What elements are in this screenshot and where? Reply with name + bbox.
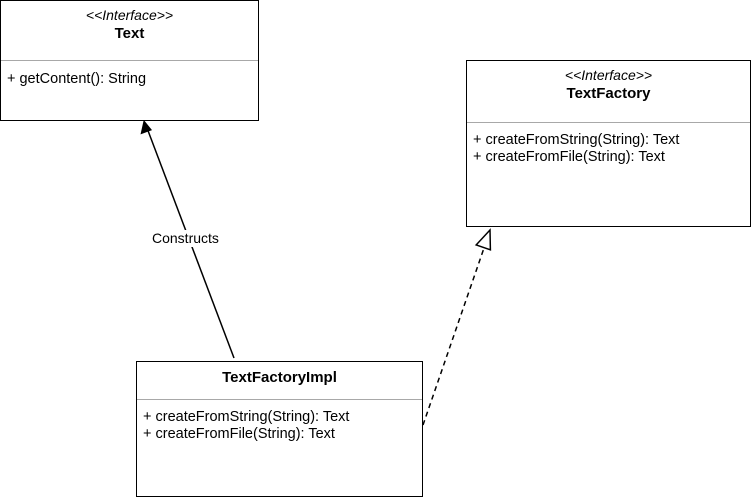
- realization-hollow-triangle-icon: [474, 228, 492, 251]
- textfactory-methods: + createFromString(String): Text + creat…: [473, 132, 746, 166]
- text-interface-header: <<Interface>> Text: [1, 1, 258, 61]
- textfactoryimpl-method: + createFromString(String): Text: [143, 409, 350, 425]
- text-class-name: Text: [114, 25, 145, 42]
- textfactory-interface-header: <<Interface>> TextFactory: [467, 61, 750, 123]
- textfactory-interface-box[interactable]: <<Interface>> TextFactory + createFromSt…: [466, 60, 751, 227]
- constructs-label: Constructs: [151, 230, 220, 247]
- realization-dashed-line[interactable]: [422, 247, 485, 426]
- textfactoryimpl-header: TextFactoryImpl: [137, 362, 422, 400]
- textfactoryimpl-class-name: TextFactoryImpl: [222, 369, 337, 386]
- constructs-arrowhead-icon: [140, 119, 153, 135]
- textfactoryimpl-method: + createFromFile(String): Text: [143, 426, 335, 442]
- textfactory-method: + createFromFile(String): Text: [473, 149, 665, 165]
- textfactoryimpl-methods: + createFromString(String): Text + creat…: [143, 409, 418, 443]
- text-stereotype: <<Interface>>: [85, 7, 174, 23]
- text-method: + getContent(): String: [7, 71, 147, 87]
- textfactory-method: + createFromString(String): Text: [473, 132, 680, 148]
- text-interface-box[interactable]: <<Interface>> Text + getContent(): Strin…: [0, 0, 259, 121]
- text-methods: + getContent(): String: [7, 71, 254, 88]
- textfactoryimpl-class-box[interactable]: TextFactoryImpl + createFromString(Strin…: [136, 361, 423, 497]
- textfactory-class-name: TextFactory: [566, 85, 651, 102]
- textfactory-stereotype: <<Interface>>: [564, 67, 653, 83]
